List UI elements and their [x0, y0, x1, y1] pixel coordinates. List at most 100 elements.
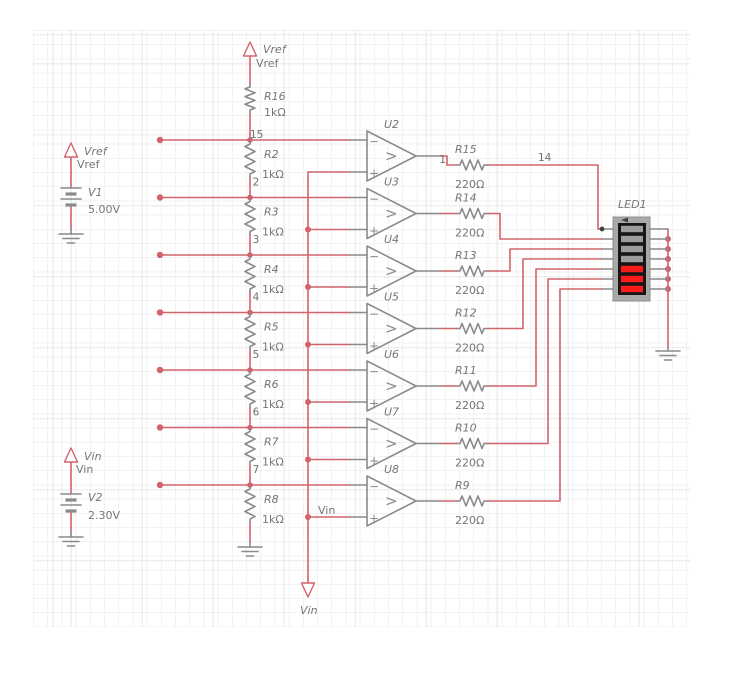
resistor-R8[interactable]: [244, 485, 256, 523]
value-R5: 1kΩ: [262, 341, 284, 354]
comparator-U7[interactable]: [366, 417, 417, 470]
junction-dot: [156, 481, 164, 489]
junction-dot: [247, 252, 253, 258]
designator-U8: U8: [384, 463, 399, 476]
comparator-U7-body: >: [385, 435, 398, 453]
v2-flag-label: Vin: [84, 450, 102, 463]
comparator-U2-plus: +: [369, 167, 379, 181]
junction-dot: [305, 399, 311, 405]
resistor-R16[interactable]: [244, 83, 256, 114]
net-label-node: 3: [253, 234, 260, 246]
designator-U3: U3: [384, 176, 399, 189]
comparator-U4-body: >: [385, 262, 398, 280]
wire-to-led-pin-2[interactable]: [486, 212, 603, 240]
designator-R4: R4: [264, 263, 279, 276]
comparator-U2[interactable]: [366, 130, 417, 182]
junction-dot: [247, 309, 253, 316]
comparator-U8-body: >: [385, 492, 398, 510]
junction-dot: [247, 137, 253, 143]
junction-dot: [247, 194, 253, 201]
comparator-U4-plus: +: [369, 282, 379, 296]
comparator-U7-minus: −: [369, 422, 379, 436]
designator-R6: R6: [264, 378, 279, 391]
led-bar-3-off: [621, 245, 643, 253]
schematic-canvas-grid[interactable]: [33, 30, 690, 627]
junction-dot: [305, 226, 311, 233]
comparator-U6[interactable]: [366, 360, 417, 412]
resistor-R15[interactable]: [456, 159, 488, 171]
resistor-R3[interactable]: [244, 197, 256, 236]
value-R7: 1kΩ: [262, 456, 284, 469]
value-R13: 220Ω: [455, 284, 484, 297]
junction-dot: [247, 424, 253, 431]
designator-R16: R16: [264, 90, 286, 103]
designator-R11: R11: [455, 364, 477, 377]
resistor-R14[interactable]: [456, 207, 488, 220]
designator-R13: R13: [455, 249, 477, 262]
wire-to-led-pin-5[interactable]: [486, 268, 603, 387]
designator-U7: U7: [384, 406, 399, 419]
designator-R7: R7: [264, 436, 279, 449]
vin-flag-v2[interactable]: [63, 447, 79, 463]
wire-vin-bus[interactable]: [307, 171, 351, 584]
vin-flag-bottom[interactable]: [300, 582, 316, 598]
vref-flag-v1[interactable]: [63, 142, 79, 158]
net-label-node: 7: [253, 464, 260, 476]
comparator-U5[interactable]: [366, 302, 417, 355]
wire-to-led-pin-3[interactable]: [486, 248, 603, 272]
junction-dot: [156, 309, 164, 316]
junction-dot: [305, 456, 311, 463]
vref-net-label: Vref: [256, 57, 280, 70]
resistor-R2[interactable]: [244, 140, 256, 178]
comparator-U4[interactable]: [366, 245, 417, 297]
polarity-marker-icon: [621, 217, 628, 223]
vin-flag-label: Vin: [300, 604, 318, 617]
wire-to-led-pin-6[interactable]: [486, 278, 603, 445]
net-label-node: 2: [253, 177, 260, 189]
designator-R3: R3: [264, 206, 279, 219]
resistor-R11[interactable]: [456, 380, 488, 392]
led-bar-1-off: [621, 225, 643, 233]
wire-u2-out[interactable]: [439, 155, 458, 166]
resistor-R6[interactable]: [244, 370, 256, 408]
designator-U5: U5: [384, 291, 399, 304]
v1-flag-label: Vref: [84, 145, 109, 158]
designator-R14: R14: [455, 192, 477, 205]
wire-to-led-pin-7[interactable]: [486, 288, 603, 502]
resistor-R7[interactable]: [244, 427, 256, 466]
comparator-U6-body: >: [385, 377, 398, 395]
junction-dot: [305, 341, 311, 348]
led-bar-6-on: [621, 275, 643, 283]
wire-to-led-pin-4[interactable]: [486, 258, 603, 330]
designator-LED1: LED1: [618, 198, 647, 211]
comparator-U8-minus: −: [369, 480, 379, 494]
value-R14: 220Ω: [455, 227, 484, 240]
comparator-U5-minus: −: [369, 307, 379, 321]
resistor-R4[interactable]: [244, 255, 256, 293]
value-R6: 1kΩ: [262, 398, 284, 411]
comparator-U5-body: >: [385, 320, 398, 338]
resistor-R12[interactable]: [456, 322, 488, 335]
comparator-U8-plus: +: [369, 512, 379, 526]
value-R15: 220Ω: [455, 178, 484, 191]
resistor-R5[interactable]: [244, 312, 256, 351]
junction-dot: [247, 367, 253, 373]
led-bar-4-off: [621, 255, 643, 263]
wire-net-14[interactable]: [486, 164, 603, 230]
value-R12: 220Ω: [455, 342, 484, 355]
resistor-R13[interactable]: [456, 265, 488, 277]
comparator-U3[interactable]: [366, 187, 417, 240]
resistor-R10[interactable]: [456, 437, 488, 450]
comparator-U3-plus: +: [369, 224, 379, 238]
designator-R9: R9: [455, 479, 470, 492]
value-R3: 1kΩ: [262, 226, 284, 239]
designator-U6: U6: [384, 348, 399, 361]
vref-flag[interactable]: [242, 41, 258, 57]
comparator-U8[interactable]: [366, 475, 417, 527]
net-label-vin: Vin: [318, 504, 335, 517]
junction-dot: [156, 366, 164, 374]
resistor-R9[interactable]: [456, 495, 488, 507]
value-R4: 1kΩ: [262, 283, 284, 296]
